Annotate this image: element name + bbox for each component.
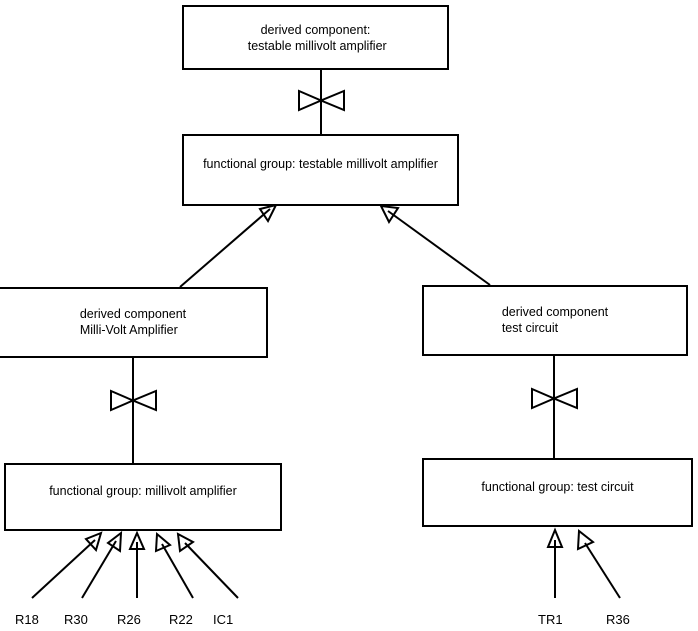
connector-r30-to-fg-mva <box>81 530 123 599</box>
leaf-label-r36[interactable]: R36 <box>606 612 630 627</box>
leaf-label-r18[interactable]: R18 <box>15 612 39 627</box>
connector-derived-mva-to-fg-mva <box>110 357 157 463</box>
hollow-arrowhead-icon <box>576 529 595 551</box>
connector-derived-testable-to-fg-testable <box>298 70 345 134</box>
bowtie-right-triangle-icon <box>130 389 157 412</box>
node-label-line1: derived component <box>501 304 609 319</box>
bowtie-left-triangle-icon <box>298 89 324 112</box>
hollow-arrowhead-icon <box>128 530 146 550</box>
bowtie-right-triangle-icon <box>551 387 578 410</box>
node-fg-testable-millivolt-amplifier[interactable]: functional group: testable millivolt amp… <box>182 134 459 206</box>
leaf-label-ic1[interactable]: IC1 <box>213 612 234 627</box>
node-fg-millivolt-amplifier[interactable]: functional group: millivolt amplifier <box>4 463 282 531</box>
hollow-arrowhead-icon <box>84 531 103 552</box>
node-label-line2: Milli-Volt Amplifier <box>79 322 178 337</box>
connector-ic1-to-fg-mva <box>176 532 239 599</box>
node-label-line1: derived component: <box>260 22 371 37</box>
leaf-label-tr1[interactable]: TR1 <box>538 612 563 627</box>
node-label: functional group: millivolt amplifier <box>49 483 237 499</box>
node-label: derived component: testable millivolt am… <box>244 22 387 54</box>
node-derived-testable-millivolt-amplifier[interactable]: derived component: testable millivolt am… <box>182 5 449 70</box>
hollow-arrowhead-icon <box>176 532 195 553</box>
connector-r18-to-fg-mva <box>31 531 103 599</box>
leaf-label-r26[interactable]: R26 <box>117 612 141 627</box>
node-label-line1: functional group: test circuit <box>481 479 634 494</box>
connector-r22-to-fg-mva <box>154 531 194 599</box>
node-label: functional group: testable millivolt amp… <box>203 156 438 172</box>
hollow-arrowhead-icon <box>546 527 564 548</box>
hollow-arrowhead-icon <box>258 203 278 223</box>
connector-r36-to-fg-tc <box>576 529 621 599</box>
bowtie-left-triangle-icon <box>110 389 136 412</box>
connector-tc-to-fg-testable <box>379 204 491 286</box>
node-label-line1: functional group: millivolt amplifier <box>49 484 237 498</box>
connector-r26-to-fg-mva <box>128 530 146 598</box>
node-label-line1: derived component <box>79 306 187 321</box>
node-fg-test-circuit[interactable]: functional group: test circuit <box>422 458 693 527</box>
connector-mva-to-fg-testable <box>179 203 278 288</box>
bowtie-right-triangle-icon <box>318 89 345 112</box>
node-label-line2: test circuit <box>501 320 559 335</box>
node-label-line1: functional group: testable millivolt amp… <box>203 157 438 171</box>
hollow-arrowhead-icon <box>106 530 123 553</box>
connector-derived-tc-to-fg-tc <box>531 355 578 458</box>
leaf-label-r22[interactable]: R22 <box>169 612 193 627</box>
hollow-arrowhead-icon <box>154 531 172 553</box>
connector-tr1-to-fg-tc <box>546 527 564 598</box>
node-label-line2: testable millivolt amplifier <box>244 38 387 53</box>
hollow-arrowhead-icon <box>379 204 400 225</box>
bowtie-left-triangle-icon <box>531 387 557 410</box>
node-label: functional group: test circuit <box>481 479 633 495</box>
leaf-label-r30[interactable]: R30 <box>64 612 88 627</box>
